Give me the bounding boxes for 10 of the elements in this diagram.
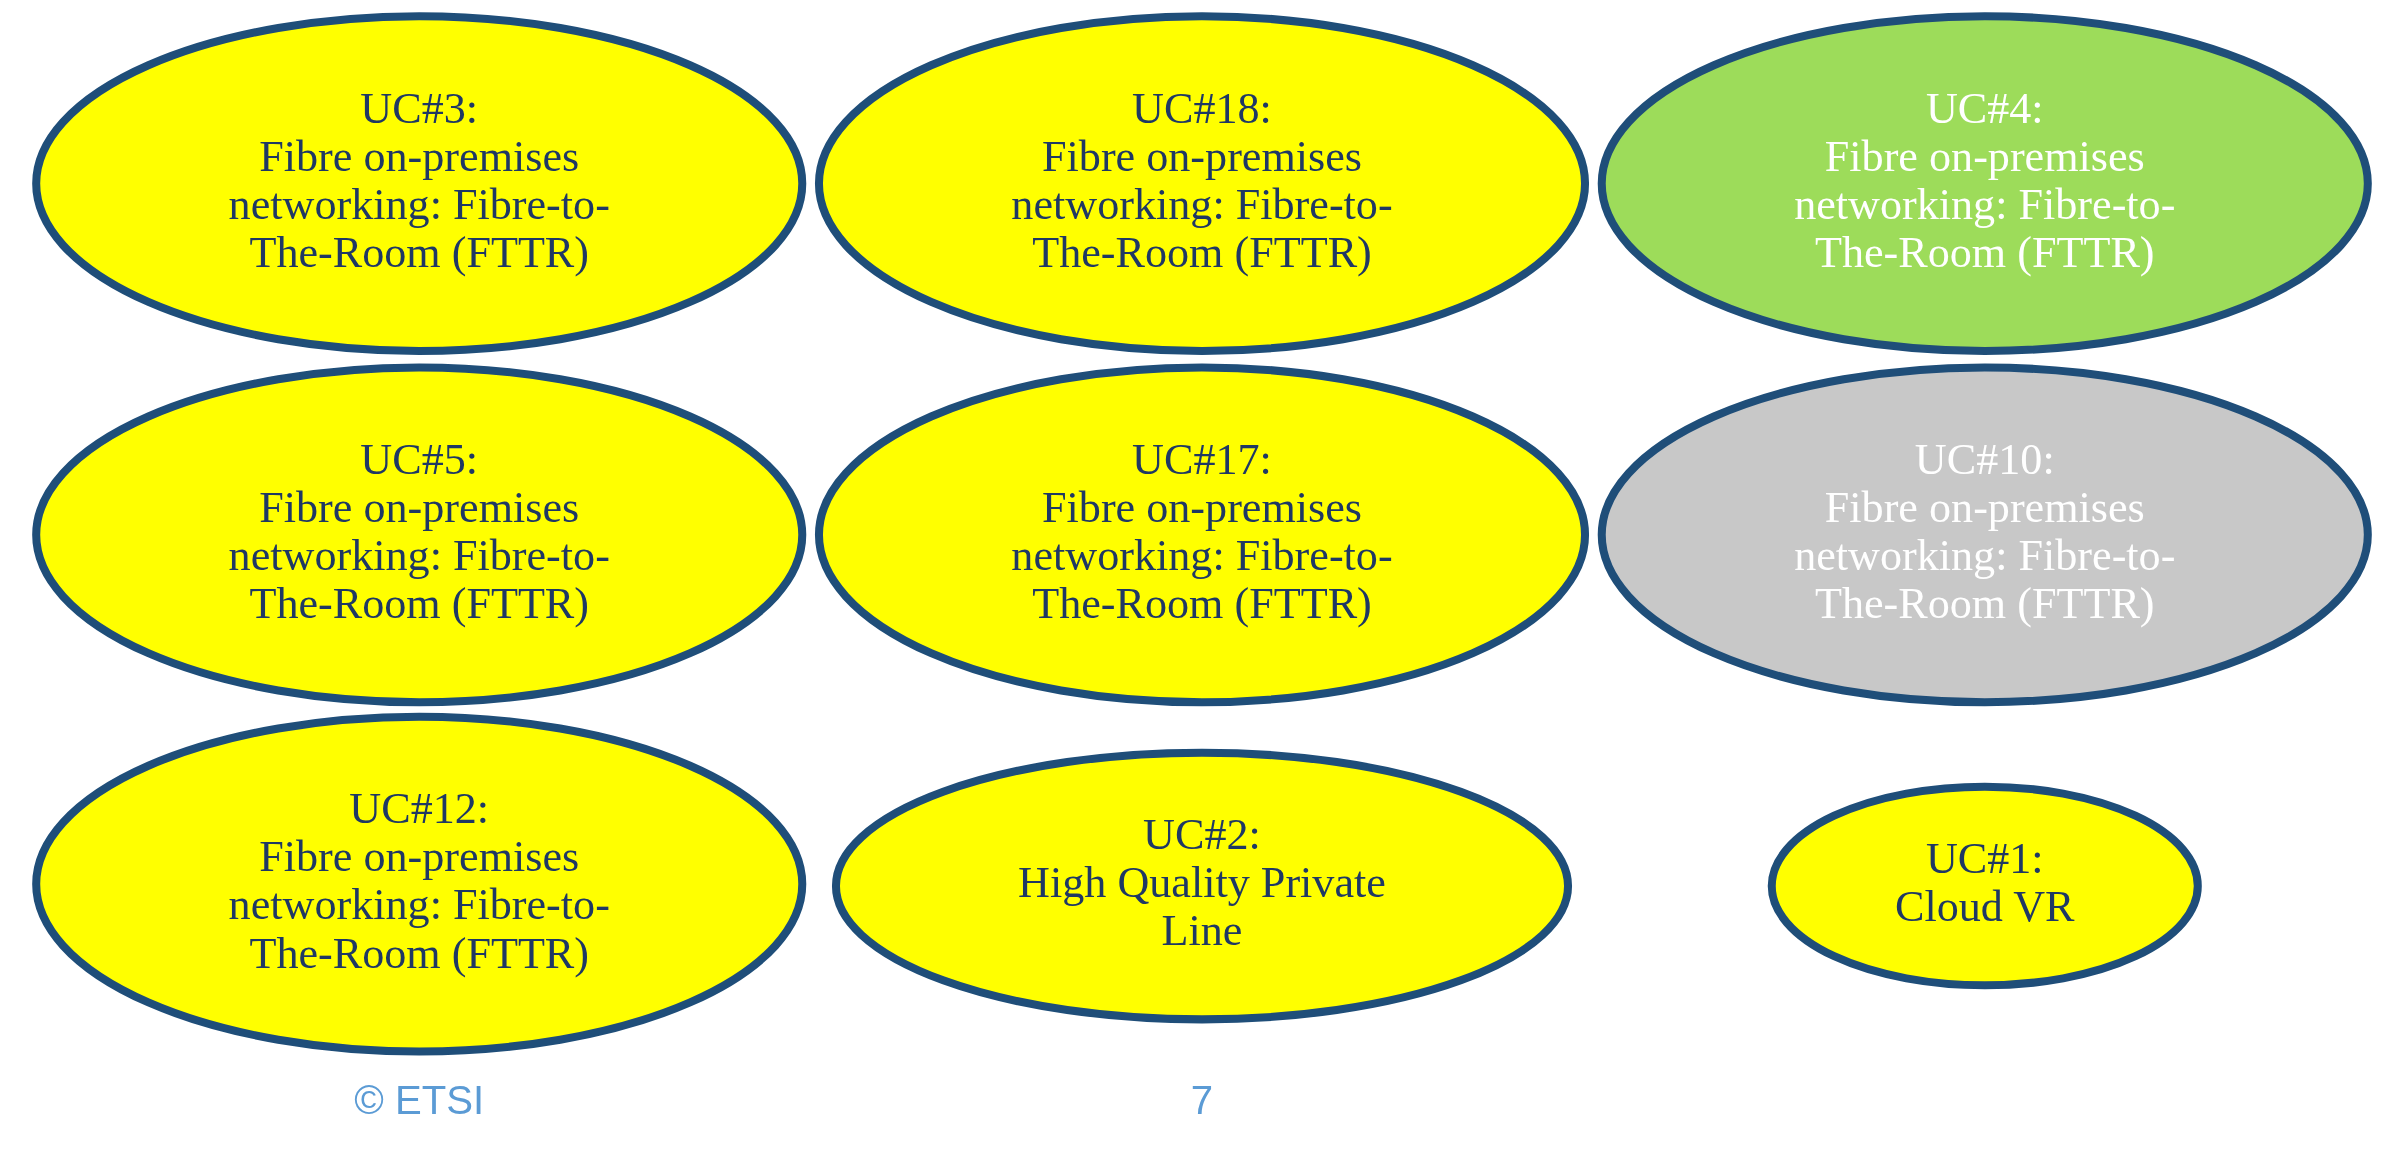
node-ellipse: UC#17: Fibre on-premises networking: Fibre-to-The-Room (FTTR): [814, 363, 1590, 707]
node-ellipse: UC#4: Fibre on-premises networking: Fibre-to-The-Room (FTTR): [1597, 12, 2372, 355]
node-ellipse: UC#3: Fibre on-premises networking: Fibre-to-The-Room (FTTR): [32, 12, 807, 355]
node-ellipse: UC#1: Cloud VR: [1767, 782, 2202, 990]
node-ellipse: UC#12: Fibre on-premises networking: Fibre-to-The-Room (FTTR): [32, 712, 807, 1056]
node-ellipse: UC#18: Fibre on-premises networking: Fibre-to-The-Room (FTTR): [814, 12, 1590, 355]
label: 7: [1190, 1077, 1214, 1123]
node-ellipse: UC#5: Fibre on-premises networking: Fibre-to-The-Room (FTTR): [32, 363, 807, 707]
label: © ETSI: [354, 1077, 485, 1123]
node-ellipse: UC#2: High Quality Private Line: [831, 748, 1573, 1024]
